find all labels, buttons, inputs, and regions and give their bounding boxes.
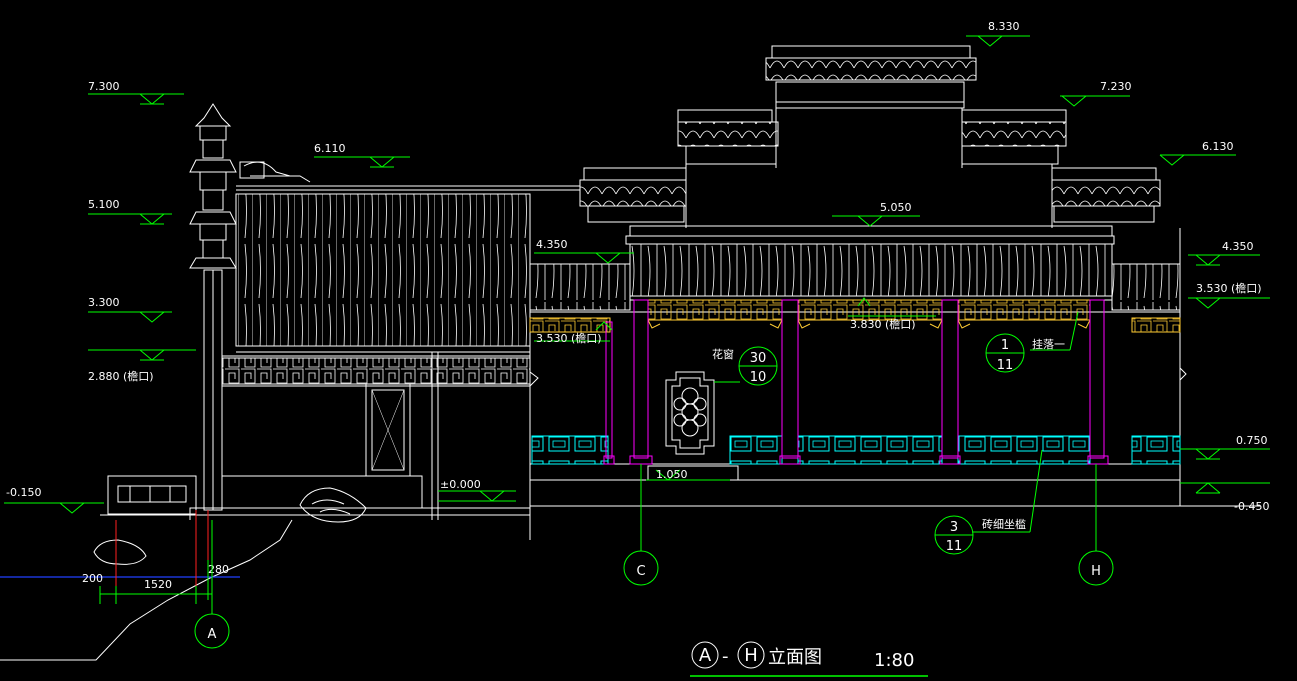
shore-rock (93, 539, 147, 565)
level-6130: 6.130 (1202, 140, 1234, 153)
columns (603, 299, 1109, 465)
detail-num: 3 (950, 520, 958, 535)
level-3530-left: 3.530 (檐口) (536, 331, 602, 345)
level-labels: 7.300 5.100 3.300 2.880 (檐口) -0.150 6.11… (6, 20, 1269, 513)
detail-sheet: 11 (997, 358, 1014, 373)
detail-num: 30 (750, 351, 767, 366)
left-stone-railing (107, 475, 197, 515)
detail-sheet: 11 (946, 539, 963, 554)
detail-ref-hanging-fascia: 1 11 (985, 333, 1025, 373)
drawing-title: A - H 立面图 1:80 (690, 641, 928, 677)
dim-1520: 1520 (144, 578, 172, 591)
dim-280: 280 (208, 563, 229, 576)
level-4350-right: 4.350 (1222, 240, 1254, 253)
title-scale: 1:80 (874, 650, 914, 671)
right-side-eave (1111, 263, 1181, 311)
level-7230: 7.230 (1100, 80, 1132, 93)
detail-num: 1 (1001, 338, 1009, 353)
main-roof (625, 225, 1115, 301)
axis-label: C (636, 564, 645, 579)
level-markers (4, 35, 1270, 514)
middle-ridge (677, 108, 1067, 168)
left-roof (235, 161, 580, 353)
axis-label: A (208, 627, 217, 642)
hanging-fascia-label: 挂落一 (1032, 337, 1065, 351)
level-minus-0150: -0.150 (6, 486, 41, 499)
dim-200: 200 (82, 572, 103, 585)
level-minus-0450: -0.450 (1234, 500, 1269, 513)
axis-label: H (1091, 564, 1101, 579)
axis-bubble-c: C (623, 550, 659, 586)
brick-seat-label: 砖细坐槛 (982, 517, 1026, 531)
title-name: 立面图 (768, 647, 822, 668)
hanging-fascia (529, 299, 1181, 333)
detail-ref-brick-seat: 3 11 (934, 515, 974, 555)
railing (531, 435, 1181, 465)
flower-window (665, 371, 715, 455)
top-ridge (765, 45, 977, 109)
dim-1050: 1.050 (656, 468, 688, 481)
pagoda-finial (189, 103, 237, 511)
level-0000: ±0.000 (440, 478, 481, 491)
level-7300: 7.300 (88, 80, 120, 93)
axis-bubble-h: H (1078, 550, 1114, 586)
title-to-axis: H (744, 645, 758, 666)
level-6110: 6.110 (314, 142, 346, 155)
title-separator: - (722, 646, 729, 667)
level-5050: 5.050 (880, 201, 912, 214)
level-3530-right: 3.530 (檐口) (1196, 281, 1262, 295)
dimension-lines (99, 479, 730, 604)
grid-axis-lines (211, 464, 1097, 614)
title-from-axis: A (699, 645, 712, 666)
level-3300: 3.300 (88, 296, 120, 309)
leaders (714, 311, 1079, 533)
detail-sheet: 10 (750, 370, 767, 385)
left-side-eave (529, 263, 631, 311)
garden-rock (299, 487, 367, 523)
level-3830: 3.830 (檐口) (850, 317, 916, 331)
flower-window-label: 花窗 (712, 347, 734, 361)
level-4350-left: 4.350 (536, 238, 568, 251)
main-hall (529, 45, 1260, 507)
dimension-labels: 200 1520 280 1.050 (82, 468, 688, 591)
left-fret-fascia (221, 357, 531, 385)
level-2880: 2.880 (檐口) (88, 369, 154, 383)
axis-bubble-a: A (194, 613, 230, 649)
level-0750: 0.750 (1236, 434, 1268, 447)
left-building (0, 103, 580, 661)
level-5100: 5.100 (88, 198, 120, 211)
level-8330: 8.330 (988, 20, 1020, 33)
lower-ridge (579, 164, 1161, 228)
detail-ref-flower-window: 30 10 (738, 346, 778, 386)
